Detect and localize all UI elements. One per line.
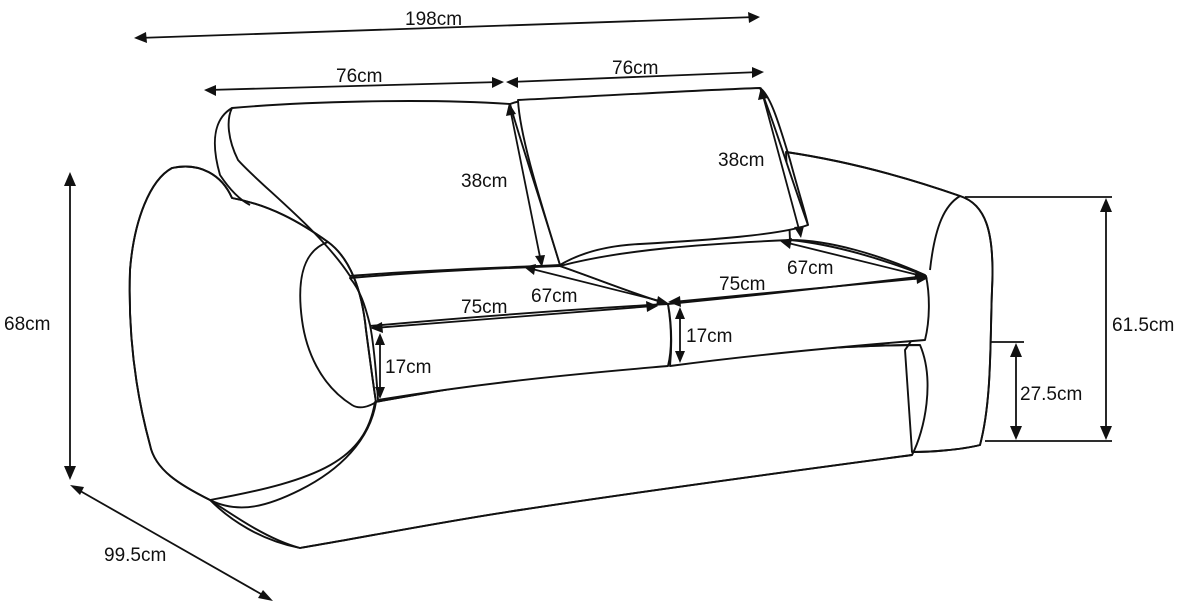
label-back-height-left: 38cm [461, 171, 507, 192]
back-cushion-right [517, 87, 809, 266]
dim-seat-height-arrow [990, 341, 1024, 440]
label-cushion-width-right: 76cm [612, 58, 658, 79]
dim-seat-thickness-left-arrow [375, 333, 385, 399]
dim-seat-depth-left-arrow [524, 264, 668, 306]
dim-total-height-arrow [64, 172, 76, 480]
label-overall-width: 198cm [405, 9, 462, 30]
label-seat-depth-left: 67cm [531, 286, 577, 307]
label-seat-height: 27.5cm [1020, 384, 1082, 405]
label-overall-depth: 99.5cm [104, 545, 166, 566]
dim-cushion-width-left-arrow [204, 77, 504, 96]
label-seat-thickness-left: 17cm [385, 357, 431, 378]
seat-cushion-right [559, 239, 930, 367]
back-cushion-left [227, 100, 561, 277]
dimension-labels: 198cm 76cm 76cm 38cm 38cm 67cm 67cm 75cm… [4, 9, 1174, 566]
dim-cushion-width-right-arrow [506, 67, 764, 88]
dim-arm-height-arrow [965, 196, 1112, 442]
label-seat-depth-right: 67cm [787, 258, 833, 279]
label-back-height-right: 38cm [718, 150, 764, 171]
label-arm-height: 61.5cm [1112, 315, 1174, 336]
label-cushion-width-left: 76cm [336, 66, 382, 87]
dim-overall-depth-arrow [70, 485, 273, 601]
label-seat-width-left: 75cm [461, 297, 507, 318]
label-total-height: 68cm [4, 314, 50, 335]
dim-back-height-left-arrow [506, 103, 545, 267]
label-seat-width-right: 75cm [719, 274, 765, 295]
dim-back-height-right-arrow [758, 87, 804, 238]
sofa-illustration [128, 87, 994, 549]
label-seat-thickness-right: 17cm [686, 326, 732, 347]
dim-seat-width-right-arrow [668, 273, 928, 307]
dim-seat-thickness-right-arrow [675, 307, 685, 363]
dim-overall-width-arrow [134, 12, 760, 43]
dimension-lines [64, 12, 1112, 601]
dim-seat-width-left-arrow [370, 301, 658, 333]
